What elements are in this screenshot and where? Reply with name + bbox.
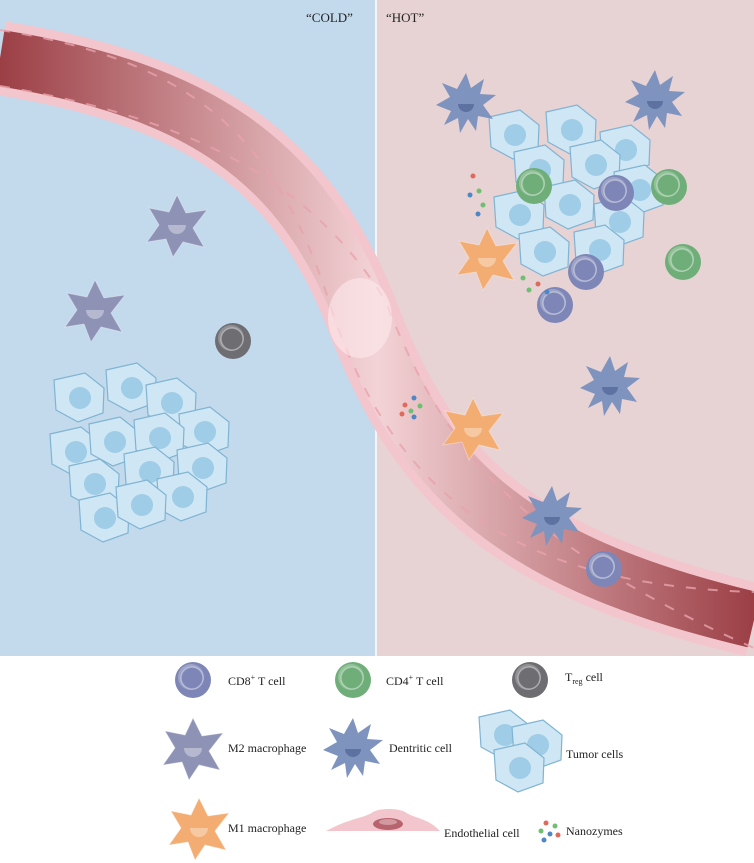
cd4-t-cell (650, 168, 688, 206)
cold-title: “COLD” (306, 10, 353, 25)
legend: CD8+ T cell CD4+ T cell Treg cell M2 mac… (162, 661, 624, 861)
legend-cd8-label: CD8+ T cell (228, 673, 286, 688)
m2-macrophage-icon (162, 717, 224, 781)
nanozymes (399, 173, 550, 420)
tumor-cells-icon (478, 709, 563, 793)
nanozymes-icon (538, 820, 561, 843)
cd4-t-cell-icon (334, 661, 372, 699)
legend-treg-label: Treg cell (565, 670, 604, 686)
blood-vessel (0, 21, 754, 657)
legend-m1-label: M1 macrophage (228, 821, 306, 835)
legend-dendritic-label: Dentritic cell (389, 741, 453, 755)
cd8-t-cell (536, 286, 574, 324)
dendritic-cell-icon (323, 718, 383, 778)
endothelial-cell-icon (326, 809, 440, 831)
legend-m2-label: M2 macrophage (228, 741, 306, 755)
cd8-t-cell (567, 253, 605, 291)
cd8-t-cell-icon (174, 661, 212, 699)
legend-cd4-label: CD4+ T cell (386, 673, 444, 688)
hot-title: “HOT” (386, 10, 424, 25)
cd8-t-cell (585, 550, 623, 588)
cd4-t-cell (664, 243, 702, 281)
cd8-t-cell (597, 174, 635, 212)
m1-macrophage-icon (168, 797, 230, 861)
legend-tumor-label: Tumor cells (566, 747, 624, 761)
treg-cell (214, 322, 252, 360)
treg-cell-icon (511, 661, 549, 699)
cd4-t-cell (515, 167, 553, 205)
legend-nanozymes-label: Nanozymes (566, 824, 623, 838)
legend-endothelial-label: Endothelial cell (444, 826, 520, 840)
